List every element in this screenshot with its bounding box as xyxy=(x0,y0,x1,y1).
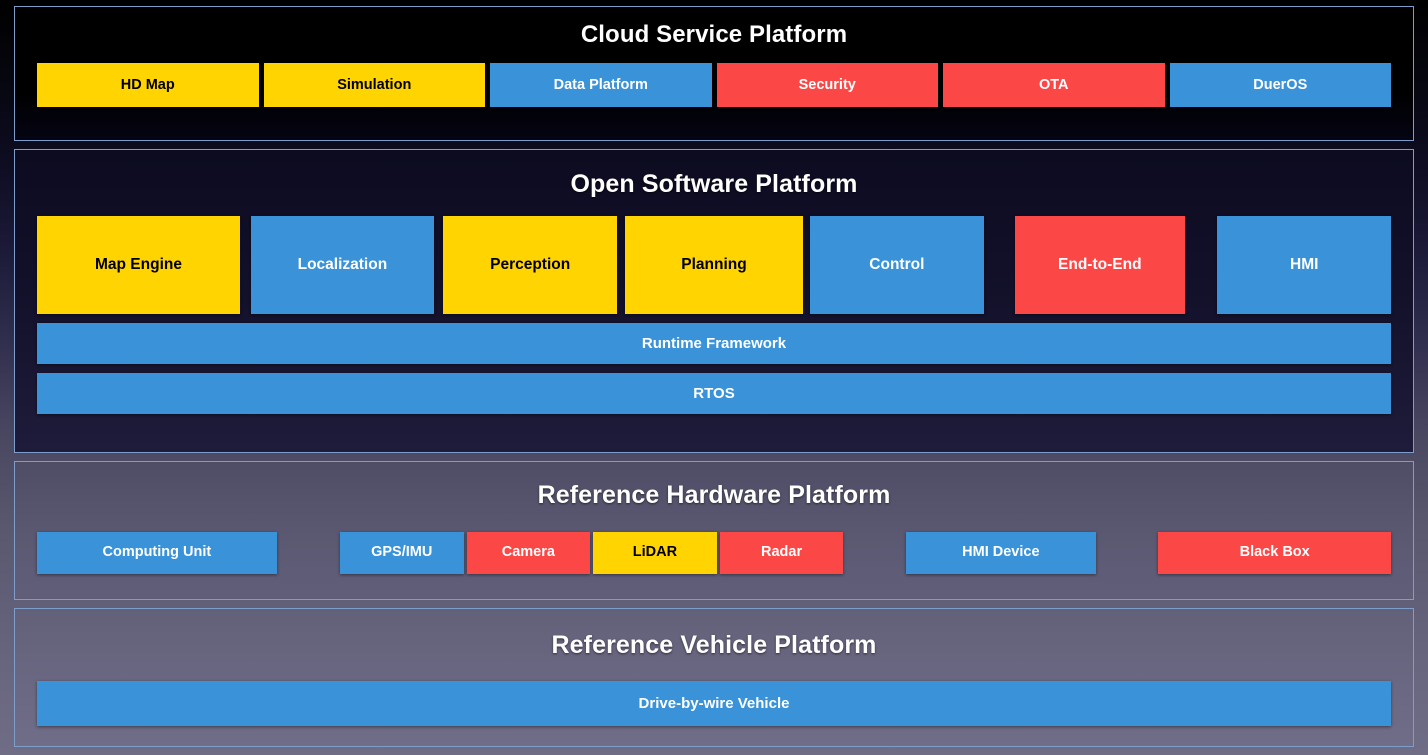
section-cloud-service-platform: Cloud Service Platform HD Map Simulation… xyxy=(14,6,1414,142)
module-control[interactable]: Control xyxy=(809,216,985,315)
module-data-platform[interactable]: Data Platform xyxy=(490,63,712,107)
spacer xyxy=(617,216,625,314)
module-hd-map[interactable]: HD Map xyxy=(37,63,259,107)
sensor-cluster: GPS/IMU Camera LiDAR Radar xyxy=(339,531,844,574)
module-ota[interactable]: OTA xyxy=(943,63,1165,107)
module-black-box[interactable]: Black Box xyxy=(1158,531,1391,574)
bar-drive-by-wire-vehicle[interactable]: Drive-by-wire Vehicle xyxy=(37,680,1391,726)
hardware-module-row: Computing Unit GPS/IMU Camera LiDAR Rada… xyxy=(15,531,1413,574)
section-title-cloud-service-platform: Cloud Service Platform xyxy=(580,21,848,48)
module-camera[interactable]: Camera xyxy=(466,531,591,574)
module-localization[interactable]: Localization xyxy=(250,216,435,315)
vehicle-module-row: Drive-by-wire Vehicle xyxy=(15,680,1413,726)
module-security[interactable]: Security xyxy=(716,63,938,107)
module-simulation[interactable]: Simulation xyxy=(263,63,485,107)
section-reference-hardware-platform: Reference Hardware Platform Computing Un… xyxy=(14,460,1414,600)
module-computing-unit[interactable]: Computing Unit xyxy=(37,531,277,574)
module-dueros[interactable]: DuerOS xyxy=(1169,63,1391,107)
runtime-framework-row: Runtime Framework xyxy=(15,323,1413,365)
module-hmi-device[interactable]: HMI Device xyxy=(905,531,1097,574)
section-reference-vehicle-platform: Reference Vehicle Platform Drive-by-wire… xyxy=(14,607,1414,747)
section-open-software-platform: Open Software Platform Map Engine Locali… xyxy=(14,149,1414,453)
module-planning[interactable]: Planning xyxy=(625,216,803,315)
section-title-reference-vehicle-platform: Reference Vehicle Platform xyxy=(551,630,877,659)
spacer xyxy=(803,216,810,314)
software-module-row: Map Engine Localization Perception Plann… xyxy=(15,216,1413,315)
bar-runtime-framework[interactable]: Runtime Framework xyxy=(37,323,1391,365)
spacer xyxy=(240,216,251,314)
bar-rtos[interactable]: RTOS xyxy=(37,373,1391,415)
module-perception[interactable]: Perception xyxy=(442,216,618,315)
module-hmi[interactable]: HMI xyxy=(1217,216,1391,315)
section-title-open-software-platform: Open Software Platform xyxy=(570,170,858,199)
module-map-engine[interactable]: Map Engine xyxy=(37,216,240,315)
section-title-reference-hardware-platform: Reference Hardware Platform xyxy=(537,480,891,509)
spacer xyxy=(434,216,443,314)
module-end-to-end[interactable]: End-to-End xyxy=(1014,216,1186,315)
module-gps-imu[interactable]: GPS/IMU xyxy=(339,531,464,574)
cloud-service-module-row: HD Map Simulation Data Platform Security… xyxy=(15,63,1413,107)
spacer xyxy=(984,216,1014,314)
module-radar[interactable]: Radar xyxy=(719,531,844,574)
spacer xyxy=(1185,216,1217,314)
rtos-row: RTOS xyxy=(15,373,1413,415)
module-lidar[interactable]: LiDAR xyxy=(593,531,717,574)
